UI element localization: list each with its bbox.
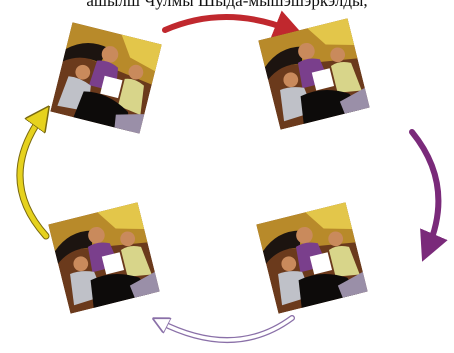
arrow-top-left-to-top-right (165, 17, 290, 30)
arrow-top-right-to-bottom-right (412, 132, 438, 248)
